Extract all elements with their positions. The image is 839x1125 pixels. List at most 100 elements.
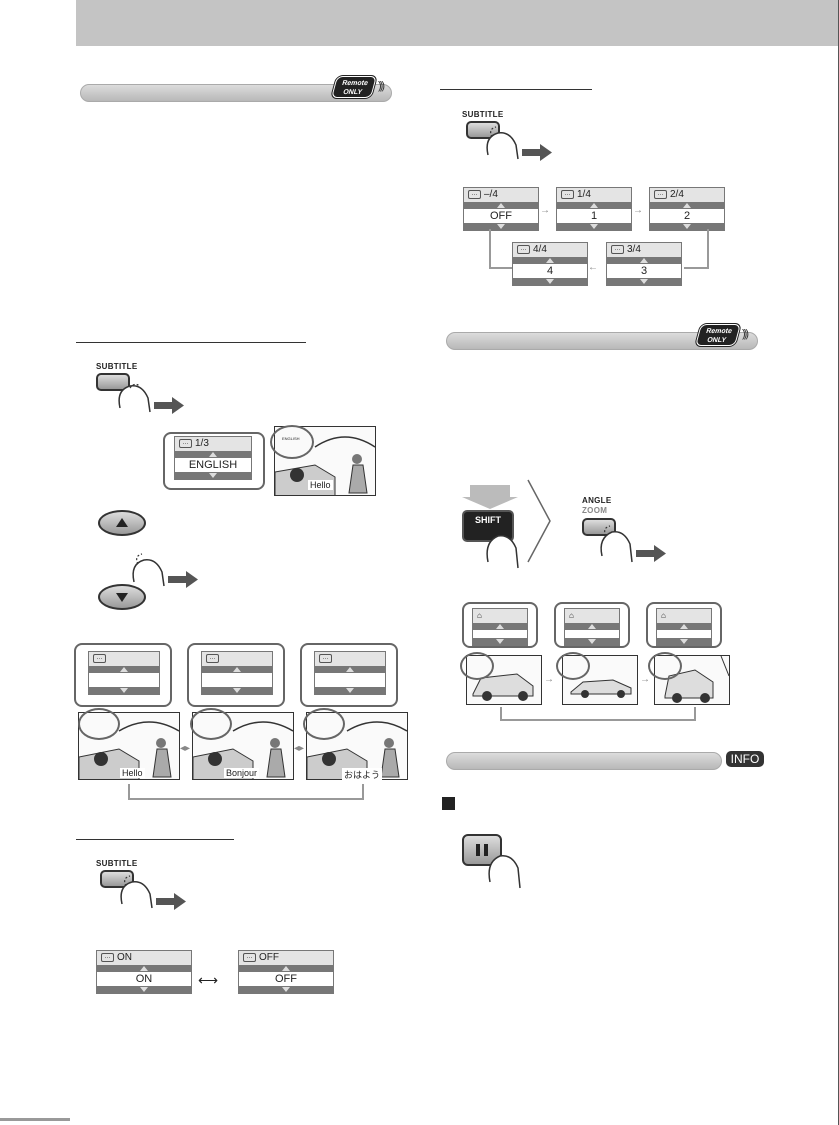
scene-subtitle-caption: Hello (308, 480, 333, 490)
loop-line (128, 784, 130, 800)
osd-highlight-circle (190, 708, 232, 740)
up-button-icon (116, 518, 128, 527)
osd-highlight-circle (556, 652, 590, 680)
arrow-right-icon: → (633, 205, 643, 216)
subtitle-icon: … (654, 189, 667, 199)
remote-signal-icon: ))) (378, 80, 385, 92)
cycle-osd-1: …1/4 1 (556, 187, 632, 231)
chevron-right-icon (527, 479, 551, 563)
car-scene-image (562, 655, 638, 705)
angle-button-label: ANGLE (582, 496, 612, 505)
arrow-left-icon: ← (588, 262, 598, 273)
subtitle-icon: … (101, 952, 114, 962)
section-heading-bar (446, 752, 722, 770)
osd-callout: … (300, 643, 398, 707)
subtitle-icon: … (179, 438, 192, 448)
cycle-osd-off: …–/4 OFF (463, 187, 539, 231)
zoom-button-label: ZOOM (582, 506, 608, 515)
remote-only-badge: Remote ONLY (695, 324, 741, 346)
finger-press-icon (118, 383, 184, 414)
finger-press-icon (120, 875, 186, 910)
finger-press-icon (486, 535, 519, 569)
osd-value: 1 (590, 210, 598, 222)
subtitle-button-label: SUBTITLE (96, 859, 138, 868)
subtitle-osd: … (88, 651, 160, 695)
arrow-right-icon: → (640, 674, 650, 685)
scene-caption-hello: Hello (120, 768, 145, 778)
subtitle-icon: … (611, 244, 624, 254)
movie-scene-image (192, 712, 294, 780)
scene-caption-bonjour: Bonjour (224, 768, 260, 778)
angle-button[interactable] (582, 518, 616, 536)
remote-badge-line2: ONLY (706, 337, 727, 344)
subtitle-icon: … (243, 952, 256, 962)
osd-header-text: 1/4 (577, 189, 591, 200)
angle-icon: ⌂ (473, 609, 527, 623)
subtitle-osd: … (201, 651, 273, 695)
osd-down-arrow (175, 472, 251, 479)
subtitle-icon: … (93, 653, 106, 663)
osd-up-arrow (175, 451, 251, 458)
double-arrow-icon: ◂▸ (294, 743, 305, 754)
loop-line (500, 707, 502, 721)
subheading-rule (440, 89, 592, 90)
angle-icon: ⌂ (565, 609, 619, 623)
loop-line (128, 798, 364, 800)
osd-value: OFF (490, 210, 512, 222)
remote-only-badge: Remote ONLY (331, 76, 377, 98)
finger-press-icon (600, 525, 666, 563)
scene-caption-ohayou: おはよう (342, 768, 383, 781)
osd-value: ENGLISH (188, 459, 238, 471)
osd-highlight-circle (78, 708, 120, 740)
arrow-right-icon: → (544, 674, 554, 685)
scene-tiny-label: ENGLISH (282, 436, 300, 441)
finger-press-icon (488, 855, 521, 889)
osd-header-text: 3/4 (627, 244, 641, 255)
finger-press-icon (486, 126, 552, 161)
angle-osd-callout: ⌂ (554, 602, 630, 648)
remote-signal-icon: ))) (742, 328, 749, 340)
arrow-right-icon: → (540, 205, 550, 216)
subtitle-button[interactable] (96, 373, 130, 391)
remote-badge-line1: Remote (705, 328, 733, 335)
osd-highlight-circle (648, 652, 682, 680)
angle-osd-callout: ⌂ (646, 602, 722, 648)
loop-line (694, 707, 696, 721)
osd-value: OFF (275, 973, 297, 985)
subtitle-osd: … (314, 651, 386, 695)
osd-highlight-circle (460, 652, 494, 680)
subheading-rule (76, 839, 234, 840)
osd-highlight-circle (303, 708, 345, 740)
subtitle-button[interactable] (466, 121, 500, 139)
press-arrow-shaft (470, 485, 510, 497)
shift-button[interactable]: SHIFT (462, 510, 514, 542)
pause-button-icon (476, 844, 480, 856)
osd-header-text: ON (117, 952, 132, 963)
subtitle-icon: … (206, 653, 219, 663)
loop-line (362, 784, 364, 800)
shift-button-label: SHIFT (475, 515, 501, 525)
down-button[interactable] (98, 584, 146, 610)
car-scene-image (654, 655, 730, 705)
finger-press-icon (132, 553, 198, 588)
up-button[interactable] (98, 510, 146, 536)
subtitle-button-label: SUBTITLE (462, 110, 504, 119)
cycle-osd-3: …3/4 3 (606, 242, 682, 286)
loop-line (500, 719, 696, 721)
subtitle-icon: … (561, 189, 574, 199)
subtitle-button[interactable] (100, 870, 134, 888)
subtitle-icon: … (468, 189, 481, 199)
subheading-rule (76, 342, 306, 343)
osd-callout: … (187, 643, 285, 707)
down-button-icon (116, 593, 128, 602)
remote-badge-line1: Remote (341, 80, 369, 87)
angle-osd-callout: ⌂ (462, 602, 538, 648)
bullet-square-icon (442, 797, 455, 810)
loop-line (489, 267, 512, 269)
loop-line (684, 267, 709, 269)
double-arrow-icon: ◂▸ (180, 743, 191, 754)
subtitle-button-label: SUBTITLE (96, 362, 138, 371)
info-badge: INFO (726, 751, 764, 767)
osd-header-text: 1/3 (195, 438, 209, 449)
angle-icon: ⌂ (657, 609, 711, 623)
